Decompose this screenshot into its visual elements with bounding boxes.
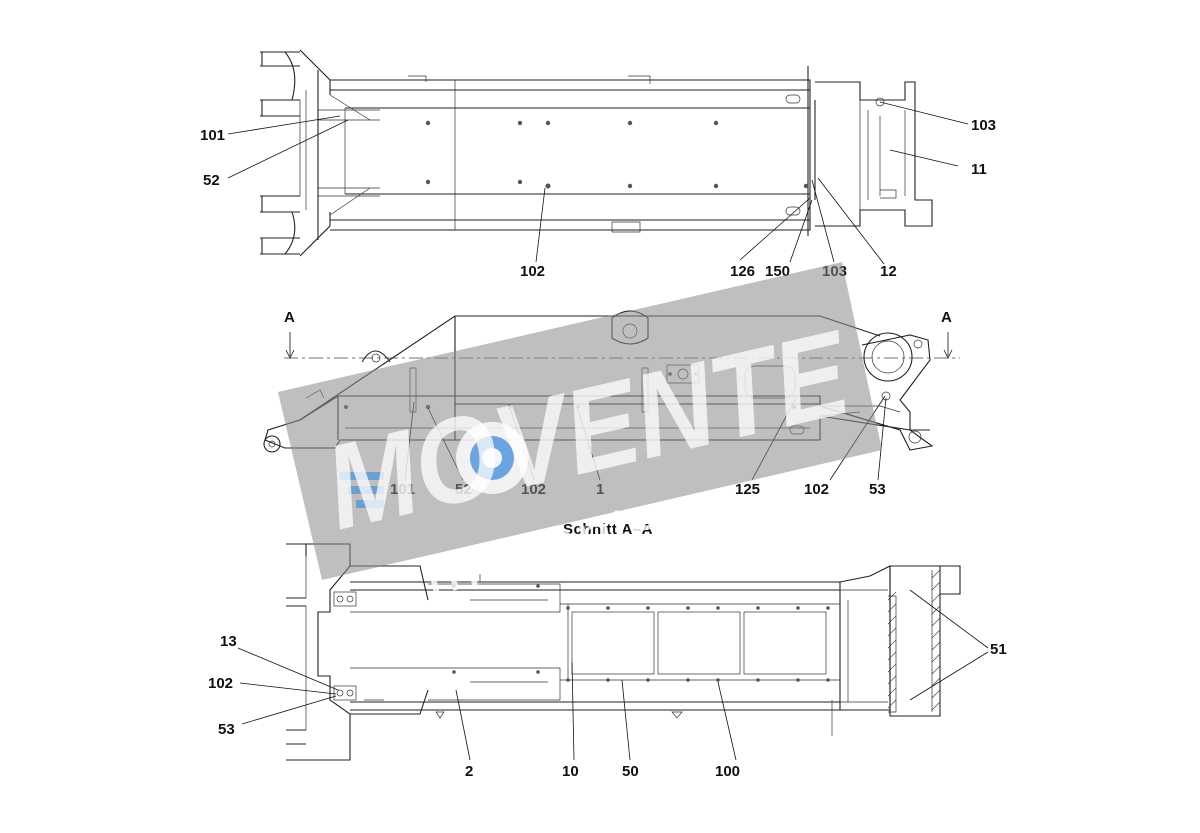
section-hatch-left xyxy=(887,591,897,709)
watermark-wheel-icon xyxy=(456,422,528,494)
callout-2: 2 xyxy=(465,763,473,780)
watermark: MOVENTE movente.ru xyxy=(278,262,882,610)
watermark-band xyxy=(278,262,882,580)
callout-125: 125 xyxy=(735,481,760,498)
callout-53: 53 xyxy=(869,481,886,498)
section-title: Schnitt A–A xyxy=(563,521,653,538)
callout-13: 13 xyxy=(220,633,237,650)
callout-50: 50 xyxy=(622,763,639,780)
callout-11: 11 xyxy=(971,161,987,178)
section-marker-a-right: A xyxy=(941,309,952,326)
section-bolt-row-bottom xyxy=(452,670,830,682)
callout-53: 53 xyxy=(218,721,235,738)
top-callouts: 101 52 102 126 150 103 12 103 11 xyxy=(200,117,996,280)
section-right-head xyxy=(831,565,961,736)
section-leaders xyxy=(237,589,989,761)
callout-126: 126 xyxy=(730,263,755,280)
section-main-box xyxy=(350,574,841,719)
callout-10: 10 xyxy=(562,763,579,780)
callout-101: 101 xyxy=(200,127,225,144)
callout-100: 100 xyxy=(715,763,740,780)
callout-51: 51 xyxy=(990,641,1007,658)
callout-52: 52 xyxy=(203,172,220,189)
callout-12: 12 xyxy=(880,263,897,280)
section-hatch-right xyxy=(931,569,941,711)
callout-103-b: 103 xyxy=(971,117,996,134)
top-bolt-holes xyxy=(425,120,809,189)
callout-102: 102 xyxy=(520,263,545,280)
section-bolt-row-top xyxy=(452,584,830,610)
section-view: 13 102 53 2 10 50 100 51 xyxy=(208,543,1007,780)
top-main-box xyxy=(318,66,816,236)
top-right-head xyxy=(815,81,933,227)
section-marker-a-left: A xyxy=(284,309,295,326)
watermark-speed-lines xyxy=(340,472,384,508)
top-leaders xyxy=(227,101,969,265)
section-callouts: 13 102 53 2 10 50 100 51 xyxy=(208,633,1007,780)
section-left-fork xyxy=(286,543,429,761)
top-fork-lugs xyxy=(260,49,331,257)
callout-102: 102 xyxy=(804,481,829,498)
callout-102: 102 xyxy=(208,675,233,692)
top-view: 101 52 102 126 150 103 12 103 11 xyxy=(200,49,996,280)
